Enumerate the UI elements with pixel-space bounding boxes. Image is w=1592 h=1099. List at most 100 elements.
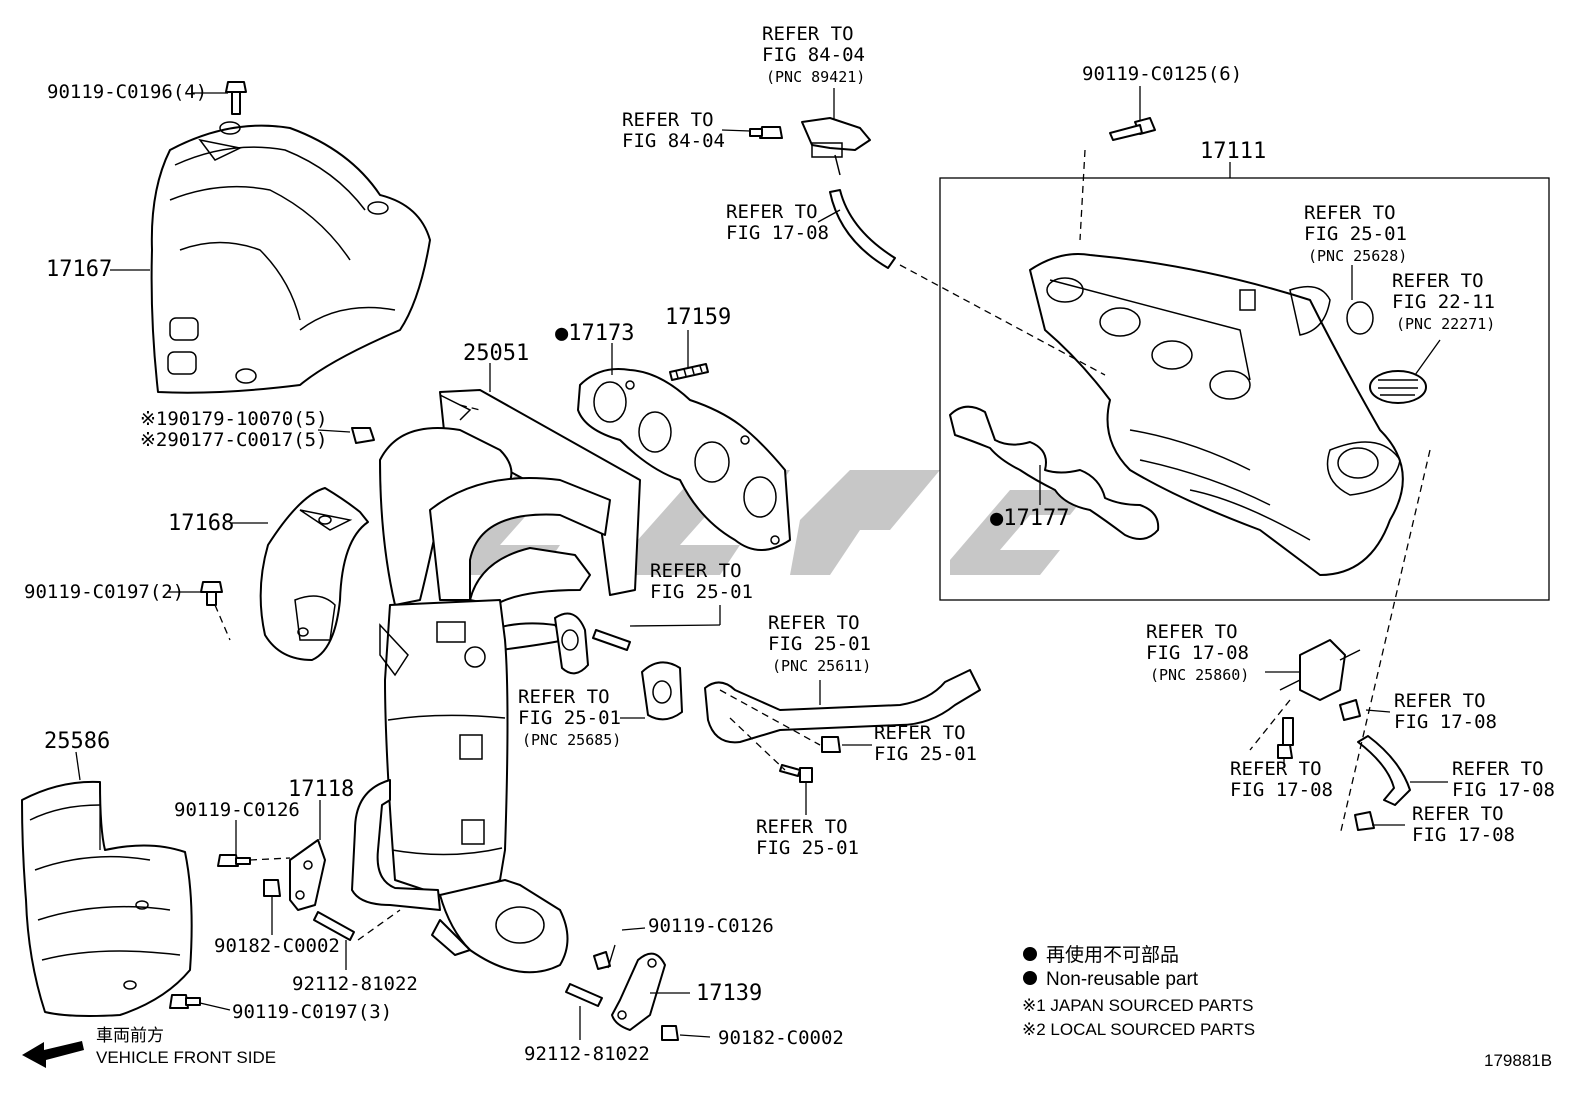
exhaust-manifold-25051 <box>351 389 641 974</box>
label-90119-c0126-b: 90119-C0126 <box>648 915 774 937</box>
label-90182-c0002-a: 90182-C0002 <box>214 935 340 957</box>
nut-90182-c0002-a <box>263 879 281 897</box>
nut-25-01 <box>821 736 841 753</box>
bullet-icon <box>1023 947 1037 961</box>
label-92112-81022-a: 92112-81022 <box>292 973 418 995</box>
refer-fig-25-01-nut: REFER TO FIG 25-01 <box>874 722 977 765</box>
intake-manifold-17111 <box>939 177 1550 601</box>
svg-text:FIG 22-11: FIG 22-11 <box>1392 291 1495 313</box>
heat-shield-25586 <box>21 780 193 1017</box>
bracket-17139 <box>611 952 666 1031</box>
svg-text:REFER TO: REFER TO <box>650 560 742 582</box>
label-17111: 17111 <box>1200 139 1266 164</box>
svg-text:REFER TO: REFER TO <box>1394 690 1486 712</box>
svg-text:(PNC 22271): (PNC 22271) <box>1396 315 1495 333</box>
gasket-17173 <box>577 368 791 551</box>
label-17118: 17118 <box>288 777 354 802</box>
refer-fig-25-01-pnc-25611: REFER TO FIG 25-01 (PNC 25611) <box>768 612 871 675</box>
refer-fig-17-08-clip-a: REFER TO FIG 17-08 <box>1394 690 1497 733</box>
label-90119-c0196: 90119-C0196(4) <box>47 81 207 103</box>
label-90119-c0197-2: 90119-C0197(2) <box>24 581 184 603</box>
refer-fig-84-04-pnc-89421: REFER TO FIG 84-04 (PNC 89421) <box>762 23 865 86</box>
svg-text:REFER TO: REFER TO <box>726 201 818 223</box>
svg-text:REFER TO: REFER TO <box>756 816 848 838</box>
label-90119-c0125: 90119-C0125(6) <box>1082 63 1242 85</box>
refer-fig-25-01-egr: REFER TO FIG 25-01 <box>650 560 753 603</box>
stud-92112-81022-b <box>565 983 603 1007</box>
refer-fig-25-01-bolt: REFER TO FIG 25-01 <box>756 816 859 859</box>
refer-fig-17-08-clip-b: REFER TO FIG 17-08 <box>1412 803 1515 846</box>
refer-fig-84-04: REFER TO FIG 84-04 <box>622 109 725 152</box>
bolt-90119-c0125 <box>1109 117 1156 141</box>
svg-text:FIG 25-01: FIG 25-01 <box>650 581 753 603</box>
svg-text:FIG 25-01: FIG 25-01 <box>768 633 871 655</box>
bolt-84-04 <box>749 126 783 139</box>
left-arrow-icon <box>22 1041 84 1068</box>
svg-text:REFER TO: REFER TO <box>874 722 966 744</box>
nut-90182-c0002-b <box>661 1025 679 1041</box>
svg-text:REFER TO: REFER TO <box>1146 621 1238 643</box>
label-25051: 25051 <box>463 341 529 366</box>
leader-lines <box>75 86 1448 1040</box>
refer-fig-17-08-top: REFER TO FIG 17-08 <box>726 201 829 244</box>
jp-vehicle-front: 車両前方 <box>96 1026 164 1045</box>
stud-17159 <box>669 363 709 381</box>
vsv-25860 <box>1279 639 1361 701</box>
svg-text:REFER TO: REFER TO <box>768 612 860 634</box>
legend: 再使用不可部品 Non-reusable part ※1 JAPAN SOURC… <box>1022 944 1255 1039</box>
bullet-icon <box>1023 971 1037 985</box>
egr-pipe-25611 <box>704 669 981 744</box>
label-90177-c0017: ※290177-C0017(5) <box>140 429 328 451</box>
svg-text:FIG 25-01: FIG 25-01 <box>874 743 977 765</box>
svg-text:REFER TO: REFER TO <box>1392 270 1484 292</box>
svg-text:FIG 17-08: FIG 17-08 <box>1394 711 1497 733</box>
refer-fig-22-11-pnc-22271: REFER TO FIG 22-11 (PNC 22271) <box>1392 270 1495 333</box>
refer-labels: REFER TO FIG 84-04 (PNC 89421) REFER TO … <box>518 23 1555 859</box>
legend-local-sourced: ※2 LOCAL SOURCED PARTS <box>1022 1020 1255 1039</box>
bolt-17-08-a <box>1277 717 1294 759</box>
legend-japan-sourced: ※1 JAPAN SOURCED PARTS <box>1022 996 1254 1015</box>
legend-nonreusable: Non-reusable part <box>1046 969 1199 990</box>
label-90179-10070: ※190179-10070(5) <box>140 408 328 430</box>
clip-17-08-a <box>1339 699 1361 721</box>
svg-text:(PNC 89421): (PNC 89421) <box>766 68 865 86</box>
hose-17-08 <box>1357 735 1411 806</box>
bolt-90119-c0126-a <box>217 854 251 867</box>
hose-upper <box>829 189 896 269</box>
svg-text:(PNC 25860): (PNC 25860) <box>1150 666 1249 684</box>
svg-text:REFER TO: REFER TO <box>1304 202 1396 224</box>
label-17168: 17168 <box>168 511 234 536</box>
bolt-top-left <box>225 81 247 115</box>
svg-text:FIG 17-08: FIG 17-08 <box>1230 779 1333 801</box>
svg-text:REFER TO: REFER TO <box>1412 803 1504 825</box>
label-90119-c0126-a: 90119-C0126 <box>174 799 300 821</box>
label-17159: 17159 <box>665 305 731 330</box>
svg-text:(PNC 25685): (PNC 25685) <box>522 731 621 749</box>
refer-fig-17-08-pnc-25860: REFER TO FIG 17-08 (PNC 25860) <box>1146 621 1249 684</box>
svg-text:REFER TO: REFER TO <box>1230 758 1322 780</box>
heat-insulator-17168 <box>259 487 369 661</box>
oxygen-sensor-89421 <box>801 117 871 176</box>
bolt-90119-c0197-3 <box>169 994 201 1009</box>
svg-text:FIG 17-08: FIG 17-08 <box>1412 824 1515 846</box>
svg-text:REFER TO: REFER TO <box>622 109 714 131</box>
svg-text:(PNC 25628): (PNC 25628) <box>1308 247 1407 265</box>
svg-text:FIG 84-04: FIG 84-04 <box>622 130 725 152</box>
refer-fig-25-01-pnc-25685: REFER TO FIG 25-01 (PNC 25685) <box>518 686 621 749</box>
bolt-90119-c0126-b <box>593 951 611 970</box>
figure-id: 179881B <box>1484 1051 1552 1070</box>
gasket-25685 <box>641 661 683 721</box>
stud-92112-81022-a <box>313 911 355 941</box>
label-25586: 25586 <box>44 729 110 754</box>
gasket-17177 <box>949 405 1160 540</box>
egr-pipe-gasket <box>554 612 589 675</box>
gasket-22271 <box>1369 370 1427 404</box>
label-92112-81022-b: 92112-81022 <box>524 1043 650 1065</box>
label-17173: ●17173 <box>555 321 634 346</box>
clip-17-08-b <box>1354 811 1375 831</box>
label-17177: ●17177 <box>990 506 1069 531</box>
bolt-90119-c0197-2 <box>200 581 223 606</box>
footer: 車両前方 VEHICLE FRONT SIDE 179881B <box>22 1026 1552 1070</box>
svg-text:FIG 25-01: FIG 25-01 <box>1304 223 1407 245</box>
